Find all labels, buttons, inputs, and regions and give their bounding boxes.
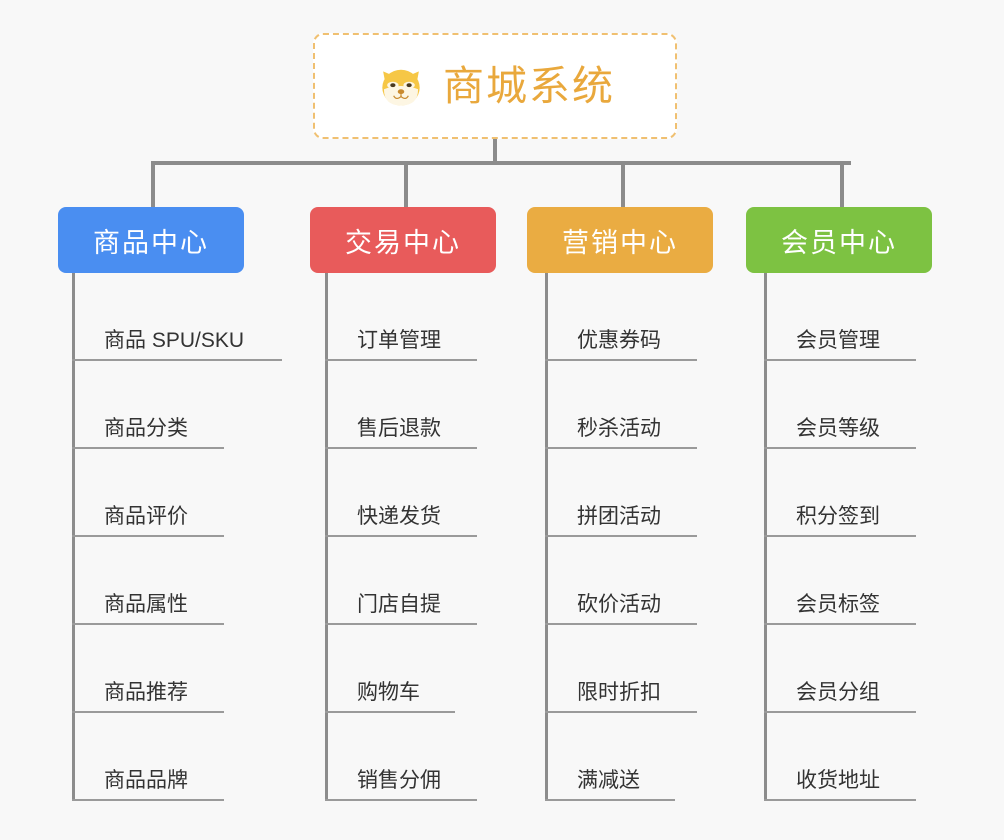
list-item-underline [545, 359, 697, 361]
list-item-label: 满减送 [577, 769, 640, 792]
category-label: 交易中心 [345, 227, 461, 258]
list-item-label: 积分签到 [796, 505, 880, 528]
list-item-label: 售后退款 [357, 417, 441, 440]
list-item-underline [72, 711, 224, 713]
list-item-label: 快递发货 [357, 505, 441, 528]
category-box-trade[interactable]: 交易中心 [310, 207, 496, 273]
column-rail [764, 273, 767, 801]
list-item-underline [764, 711, 916, 713]
list-item-label: 购物车 [357, 681, 420, 704]
category-box-marketing[interactable]: 营销中心 [527, 207, 713, 273]
list-item-underline [72, 623, 224, 625]
list-item-label: 商品属性 [104, 593, 188, 616]
list-item-label: 商品分类 [104, 417, 188, 440]
connector-drop-3 [621, 161, 625, 207]
list-item-underline [325, 799, 477, 801]
category-label: 营销中心 [562, 227, 678, 258]
list-item-label: 会员标签 [796, 593, 880, 616]
list-item-underline [764, 359, 916, 361]
list-item-underline [325, 623, 477, 625]
shiba-dog-icon [375, 60, 427, 112]
root-node-shop-system[interactable]: 商城系统 [313, 33, 677, 139]
list-item-underline [764, 535, 916, 537]
connector-drop-4 [840, 161, 844, 207]
list-item-label: 销售分佣 [357, 769, 441, 792]
connector-stem [493, 139, 497, 165]
list-item-underline [72, 359, 282, 361]
list-item-underline [545, 447, 697, 449]
list-item-label: 会员分组 [796, 681, 880, 704]
list-item-underline [325, 535, 477, 537]
category-box-product[interactable]: 商品中心 [58, 207, 244, 273]
list-item-underline [545, 799, 675, 801]
list-item-underline [325, 447, 477, 449]
category-label: 会员中心 [781, 227, 897, 258]
list-item-label: 收货地址 [796, 769, 880, 792]
list-item-label: 商品评价 [104, 505, 188, 528]
connector-drop-2 [404, 161, 408, 207]
list-item-label: 商品 SPU/SKU [104, 329, 245, 352]
list-item-label: 门店自提 [357, 593, 441, 616]
list-item-underline [545, 711, 697, 713]
list-item-underline [72, 535, 224, 537]
connector-drop-1 [151, 161, 155, 207]
list-item-underline [764, 799, 916, 801]
list-item-underline [72, 447, 224, 449]
list-item-label: 优惠券码 [577, 329, 661, 352]
list-item-underline [72, 799, 224, 801]
list-item-underline [545, 623, 697, 625]
list-item-underline [325, 711, 455, 713]
list-item-label: 秒杀活动 [577, 417, 661, 440]
list-item-label: 限时折扣 [577, 681, 661, 704]
list-item-label: 拼团活动 [577, 505, 661, 528]
list-item-label: 会员管理 [796, 329, 880, 352]
column-rail [545, 273, 548, 801]
list-item-label: 砍价活动 [577, 593, 661, 616]
list-item-label: 订单管理 [357, 329, 441, 352]
list-item-label: 会员等级 [796, 417, 880, 440]
list-item-underline [325, 359, 477, 361]
list-item-label: 商品推荐 [104, 681, 188, 704]
list-item-underline [764, 623, 916, 625]
column-rail [72, 273, 75, 801]
category-box-member[interactable]: 会员中心 [746, 207, 932, 273]
connector-horizontal-bar [151, 161, 851, 165]
root-node-label: 商城系统 [443, 62, 615, 109]
list-item-label: 商品品牌 [104, 769, 188, 792]
column-rail [325, 273, 328, 801]
category-label: 商品中心 [93, 227, 209, 258]
list-item-underline [764, 447, 916, 449]
list-item-underline [545, 535, 697, 537]
